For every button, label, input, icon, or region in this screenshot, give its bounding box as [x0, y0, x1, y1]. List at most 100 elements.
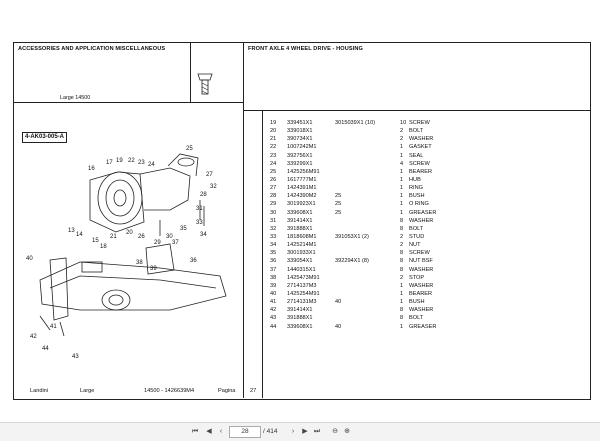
part-desc: BEARER: [409, 168, 433, 175]
part-desc: BOLT: [409, 225, 424, 232]
part-code: 1424390M2: [287, 193, 317, 200]
part-desc: NUT: [409, 242, 421, 249]
part-qty: 8: [400, 307, 404, 314]
prev-page-icon[interactable]: ◀: [206, 428, 212, 435]
part-desc: STUD: [409, 233, 425, 240]
catalog-page: ACCESSORIES AND APPLICATION MISCELLANEOU…: [13, 42, 591, 400]
page-total: / 414: [263, 428, 278, 435]
part-alt: 392294X1 (8): [335, 258, 369, 265]
svg-text:18: 18: [100, 244, 107, 250]
part-ref: 43: [270, 315, 277, 322]
part-ref: 39: [270, 282, 277, 289]
svg-text:25: 25: [186, 146, 193, 152]
part-qty: 8: [400, 225, 404, 232]
svg-text:26: 26: [138, 234, 145, 240]
part-code: 1425214M1: [287, 242, 317, 249]
part-qty: 8: [400, 217, 404, 224]
part-code: 2714131M3: [287, 299, 317, 306]
part-ref: 36: [270, 258, 277, 265]
part-qty: 2: [400, 242, 404, 249]
part-code: 391888X1: [287, 315, 313, 322]
svg-text:27: 27: [206, 172, 213, 178]
part-desc: BEARER: [409, 290, 433, 297]
part-code: 391888X1: [287, 225, 313, 232]
part-qty: 1: [400, 185, 404, 192]
part-code: 1425256M91: [287, 168, 320, 175]
footer-catalog: 14500 - 1426639M4: [144, 388, 195, 394]
part-qty: 2: [400, 233, 404, 240]
part-code: 390734X1: [287, 136, 313, 143]
part-ref: 21: [270, 136, 277, 143]
part-ref: 22: [270, 144, 277, 151]
part-code: 391414X1: [287, 307, 313, 314]
part-desc: STOP: [409, 274, 425, 281]
part-qty: 1: [400, 193, 404, 200]
part-code: 339299X1: [287, 160, 313, 167]
part-code: 339608X1: [287, 209, 313, 216]
part-code: 339451X1: [287, 120, 313, 126]
part-qty: 1: [400, 323, 404, 330]
axle-exploded-diagram: 16 17 19 22 23 24 25 27 32 28 31 33 34 3…: [26, 146, 227, 360]
part-desc: BUSH: [409, 193, 425, 200]
part-qty: 1: [400, 168, 404, 175]
left-header-title: ACCESSORIES AND APPLICATION MISCELLANEOU…: [18, 46, 166, 52]
header-box-left: [190, 42, 191, 102]
part-alt: 25: [335, 193, 342, 200]
svg-text:31: 31: [196, 206, 203, 212]
part-qty: 1: [400, 176, 404, 183]
zoom-in-icon[interactable]: ⊕: [344, 428, 350, 435]
svg-text:43: 43: [72, 354, 79, 360]
part-qty: 1: [400, 299, 404, 306]
svg-text:42: 42: [30, 334, 37, 340]
part-desc: RING: [409, 185, 423, 192]
last-page-icon[interactable]: ⏭: [313, 428, 321, 435]
part-qty: 4: [400, 160, 404, 167]
svg-text:20: 20: [126, 230, 133, 236]
page-number-input[interactable]: 28: [229, 426, 261, 438]
part-ref: 29: [270, 201, 277, 208]
svg-text:28: 28: [200, 192, 207, 198]
svg-text:21: 21: [110, 234, 117, 240]
next-page-icon[interactable]: ▶: [302, 428, 308, 435]
part-desc: SCREW: [409, 250, 430, 257]
part-qty: 8: [400, 315, 404, 322]
first-page-icon[interactable]: ⏮: [191, 428, 199, 435]
zoom-out-icon[interactable]: ⊖: [332, 428, 338, 435]
part-code: 339608X1: [287, 323, 313, 330]
part-code: 1425254M91: [287, 290, 320, 297]
svg-text:34: 34: [200, 232, 207, 238]
part-desc: SEAL: [409, 152, 424, 159]
part-ref: 24: [270, 160, 277, 167]
part-alt: 391053X1 (2): [335, 233, 369, 240]
svg-text:22: 22: [128, 158, 135, 164]
part-ref: 41: [270, 299, 277, 306]
part-desc: O RING: [409, 201, 429, 208]
part-ref: 35: [270, 250, 277, 257]
part-desc: WASHER: [409, 282, 434, 289]
part-qty: 1: [400, 201, 404, 208]
next-icon[interactable]: ›: [291, 428, 295, 435]
part-code: 1007242M1: [287, 144, 317, 151]
bolt-icon: [197, 73, 213, 95]
prev-icon[interactable]: ‹: [219, 428, 223, 435]
part-desc: GREASER: [409, 323, 437, 330]
column-divider: [243, 42, 244, 398]
part-qty: 2: [400, 274, 404, 281]
viewer-toolbar: ⏮ ◀ ‹ 28 / 414 › ▶ ⏭ ⊖ ⊕: [0, 422, 600, 441]
part-desc: SCREW: [409, 160, 430, 167]
svg-text:38: 38: [136, 260, 143, 266]
part-qty: 1: [400, 152, 404, 159]
part-qty: 1: [400, 290, 404, 297]
